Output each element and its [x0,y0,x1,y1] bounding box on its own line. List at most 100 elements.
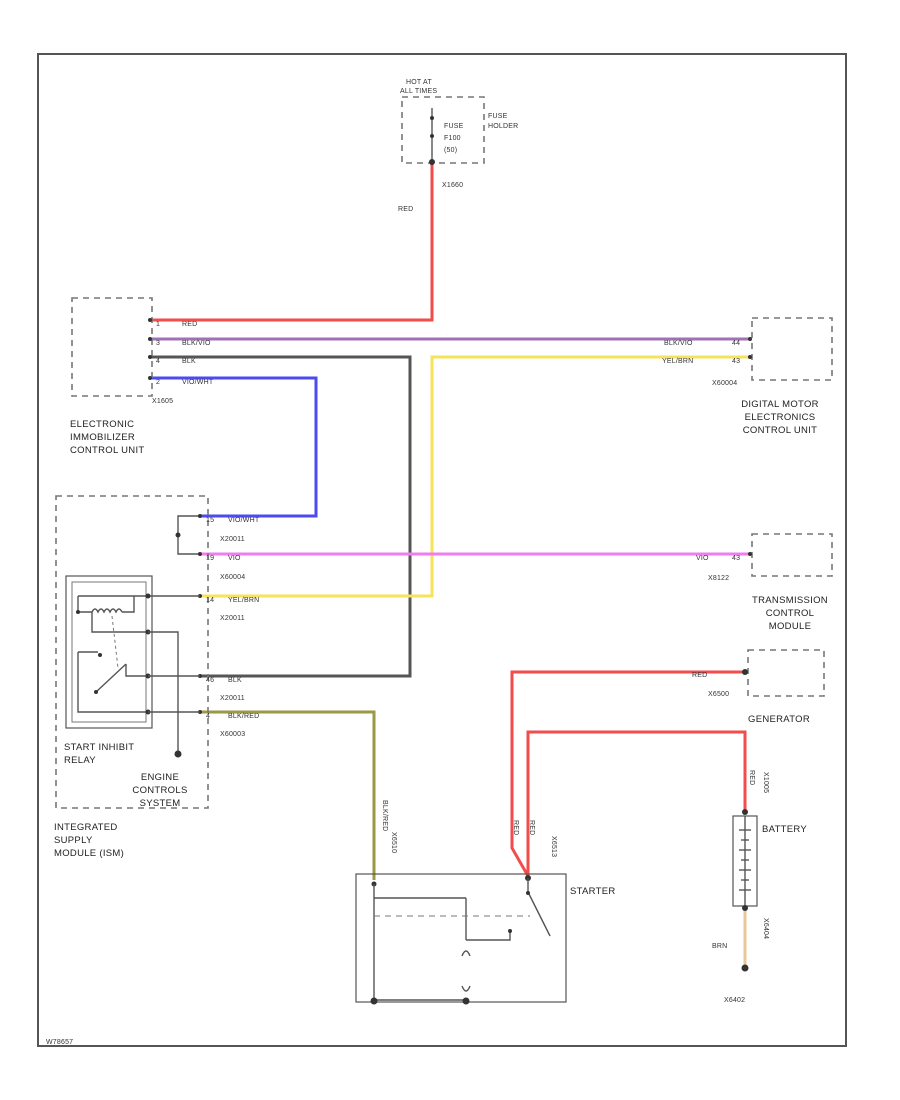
wire-red-battery [526,730,747,876]
ews-pin-1: 1 [156,321,160,328]
dme-wire-43: YEL/BRN [662,358,693,365]
ism-label-2: SUPPLY [54,835,93,846]
ism-label-3: MODULE (ISM) [54,848,124,859]
x1-label: X1660 [442,182,463,189]
ews-wire-4: BLK [182,358,196,365]
ism-pin-46: 46 [206,677,214,684]
olive-vertical-label: BLK/RED [381,800,388,831]
battery-bot-conn: X6404 [762,918,769,939]
hot-label-1: HOT AT [406,79,432,86]
ecs-label-2: CONTROLS [132,785,187,796]
ism-wire-46: BLK [228,677,242,684]
fuse-label-2: F100 [444,135,461,142]
tcm-wire: VIO [696,555,709,562]
diagram-border [37,53,847,1047]
digital-motor-electronics: BLK/VIO YEL/BRN 44 43 X60004 DIGITAL MOTOR… [662,317,833,436]
page-code: W78657 [46,1039,73,1046]
battery-bot-wire: BRN [712,943,727,950]
battery: BATTERY [732,809,807,911]
dme-label-3: CONTROL UNIT [743,425,818,436]
ism-wire-15: VIO/WHT [228,517,260,524]
start-inhibit-relay [65,575,200,758]
relay-label-1: START INHIBIT [64,742,134,753]
battery-label: BATTERY [762,824,807,835]
starter-conn-1: X6510 [390,832,397,853]
tcm-label-1: TRANSMISSION [752,595,828,606]
wire-red-battery-feed [150,160,434,322]
tcm-label-3: MODULE [769,621,811,632]
ism-wire-19: VIO [228,555,241,562]
battery-top-conn: X1005 [762,772,769,793]
ews-label-3: CONTROL UNIT [70,445,145,456]
ews-connector-label: X1605 [152,398,173,405]
generator-label: GENERATOR [748,714,810,725]
generator-wire: RED [692,672,707,679]
hot-label-2: ALL TIMES [400,88,437,95]
starter: STARTER [355,873,616,1005]
starter-wire-2: RED [528,820,535,835]
ews-label-1: ELECTRONIC [70,419,134,430]
generator-connector-label: X6500 [708,691,729,698]
starter-label: STARTER [570,886,616,897]
dme-pin-44: 44 [732,340,740,347]
fuse-label-1: FUSE [444,123,464,130]
ism-label-1: INTEGRATED [54,822,118,833]
wire-vio-wht [150,376,318,518]
ews-pin-2: 2 [156,379,160,386]
ism-conn-4: X20011 [220,695,245,702]
dme-connector-label: X60004 [712,380,737,387]
wire-blk-red [200,710,376,880]
generator: RED X6500 GENERATOR [692,649,825,725]
ism-wire-14: YEL/BRN [228,597,259,604]
dme-pin-43: 43 [732,358,740,365]
ground-point [741,964,749,972]
ecs-label-3: SYSTEM [140,798,181,809]
wires [150,160,750,966]
ism-pin-19: 19 [206,555,214,562]
wire-yel-brn [200,355,750,598]
ews-wire-3: BLK/VIO [182,340,211,347]
ism-conn-3: X20011 [220,615,245,622]
tcm-pin: 43 [732,555,740,562]
starter-conn-2: X6513 [550,836,557,857]
ism-conn-1: X20011 [220,536,245,543]
battery-top-wire: RED [748,770,755,785]
ews-pin-4: 4 [156,358,160,365]
ews-wire-2: VIO/WHT [182,379,214,386]
ism-pin-14: 14 [206,597,214,604]
tcm-connector-label: X8122 [708,575,729,582]
ews-label-2: IMMOBILIZER [70,432,135,443]
relay-label-2: RELAY [64,755,96,766]
wire-blk [150,355,412,678]
ism-pin-15: 15 [206,517,214,524]
ground-label: X6402 [724,997,745,1004]
ecs-label-1: ENGINE [141,772,179,783]
starter-wire-1: RED [512,820,519,835]
dme-label-1: DIGITAL MOTOR [741,399,819,410]
ism-conn-5: X60003 [220,731,245,738]
fuse-holder-label-1: FUSE [488,113,508,120]
ism-pin-4: 4 [206,713,210,720]
dme-wire-44: BLK/VIO [664,340,693,347]
ews-wire-1: RED [182,321,197,328]
